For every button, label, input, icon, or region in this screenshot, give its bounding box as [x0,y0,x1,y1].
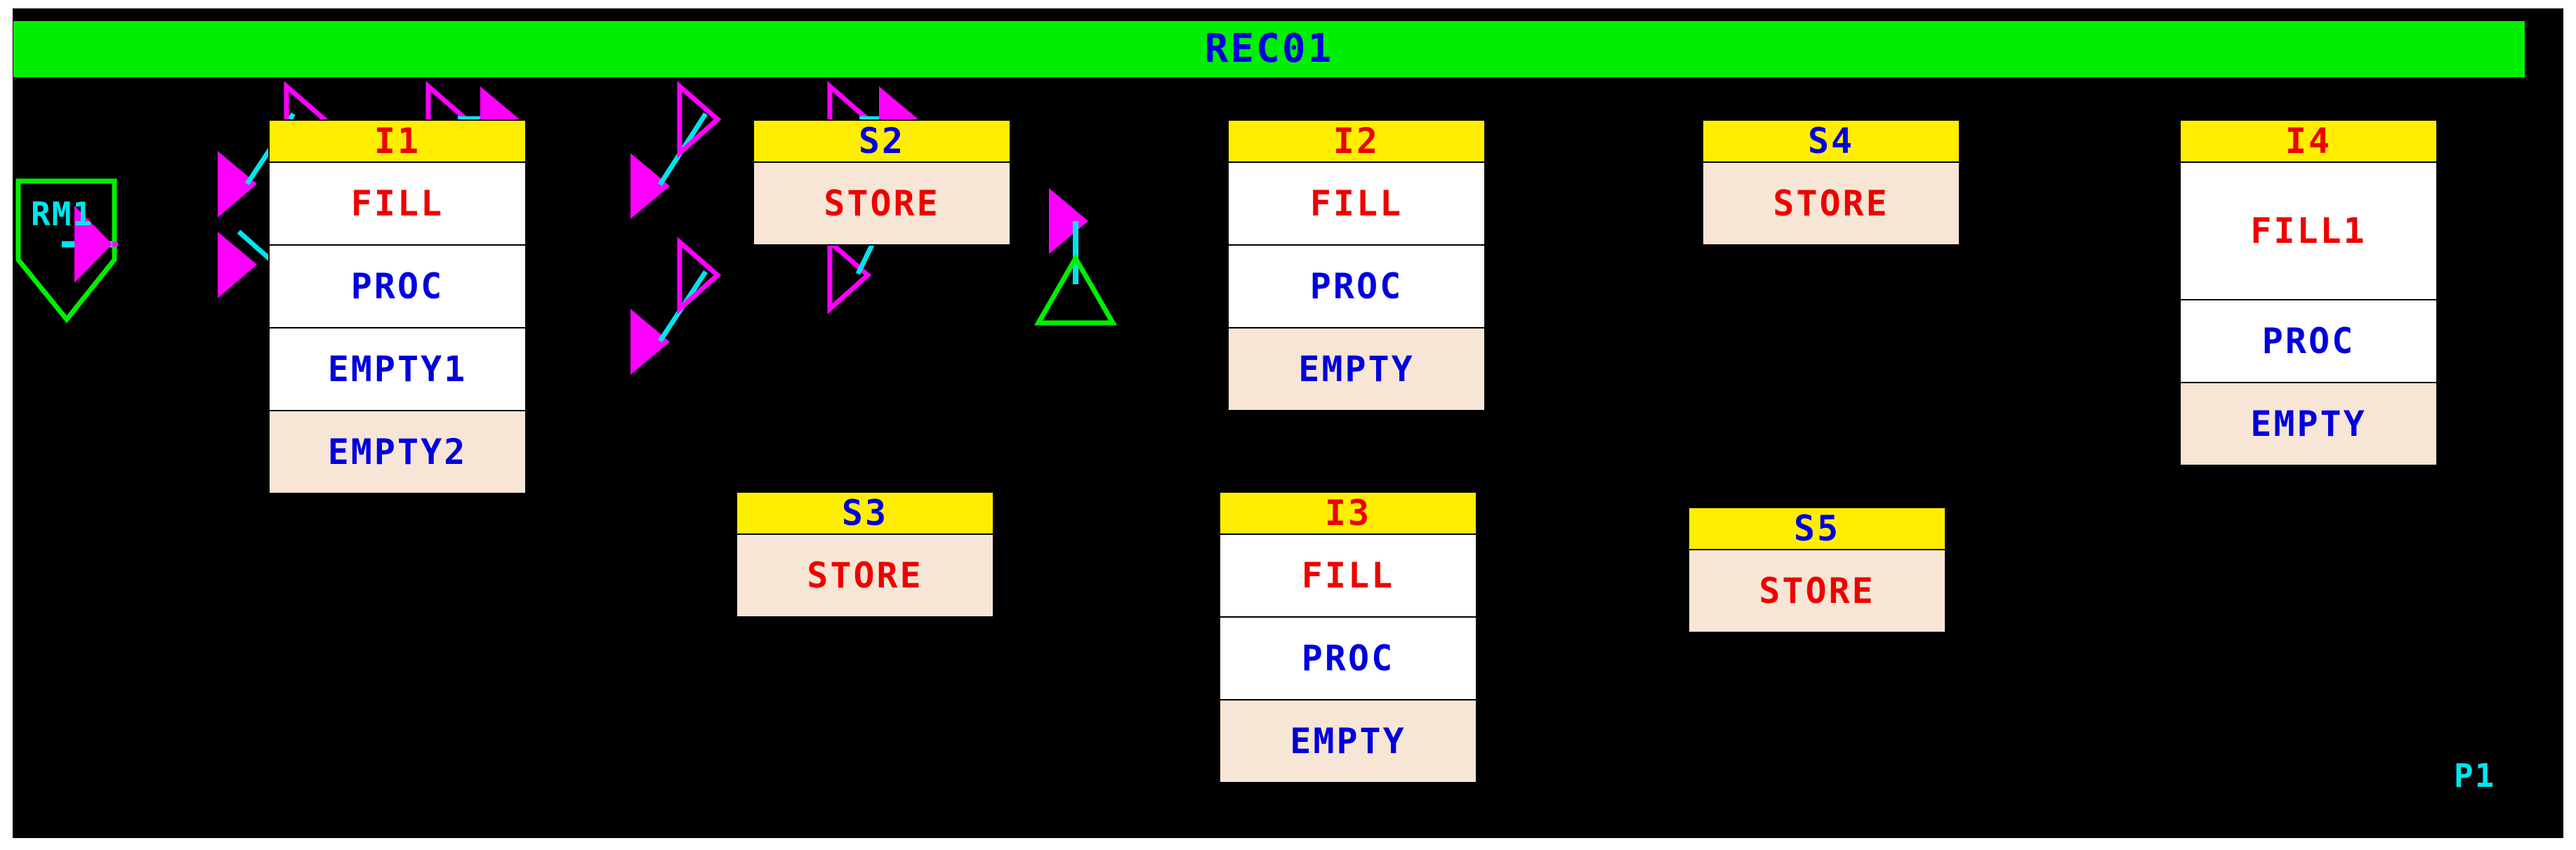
node-s4-header: S4 [1702,119,1960,163]
node-s4-row-store[interactable]: STORE [1702,163,1960,246]
node-i3-row-empty[interactable]: EMPTY [1219,700,1477,783]
node-i4-row-fill1[interactable]: FILL1 [2179,163,2438,300]
node-i4-header: I4 [2179,119,2438,163]
diagram-title-bar: REC01 [13,21,2525,77]
node-s3-header: S3 [736,491,994,535]
node-i3-row-fill[interactable]: FILL [1219,535,1477,618]
node-s4[interactable]: S4 STORE [1702,119,1960,246]
node-i2[interactable]: I2 FILL PROC EMPTY [1227,119,1486,411]
node-i4-row-empty[interactable]: EMPTY [2179,383,2438,466]
node-s5-row-store[interactable]: STORE [1688,550,1946,633]
node-s2-header: S2 [753,119,1011,163]
node-i3-row-proc[interactable]: PROC [1219,618,1477,700]
node-i1[interactable]: I1 FILL PROC EMPTY1 EMPTY2 [268,119,527,494]
node-i4-row-proc[interactable]: PROC [2179,300,2438,383]
node-s5-header: S5 [1688,507,1946,550]
node-s3-row-store[interactable]: STORE [736,535,994,618]
node-i2-header: I2 [1227,119,1486,163]
terminal-label-p1: P1 [2454,757,2496,795]
node-i1-row-proc[interactable]: PROC [268,246,527,328]
node-i2-row-fill[interactable]: FILL [1227,163,1486,246]
node-i2-row-proc[interactable]: PROC [1227,246,1486,328]
node-s5[interactable]: S5 STORE [1688,507,1946,633]
node-i3[interactable]: I3 FILL PROC EMPTY [1219,491,1477,783]
node-s2[interactable]: S2 STORE [753,119,1011,246]
node-i1-row-empty2[interactable]: EMPTY2 [268,411,527,494]
node-i4[interactable]: I4 FILL1 PROC EMPTY [2179,119,2438,466]
diagram-title: REC01 [1204,26,1334,72]
node-s2-row-store[interactable]: STORE [753,163,1011,246]
node-i1-header: I1 [268,119,527,163]
node-i3-header: I3 [1219,491,1477,535]
terminal-label-rm1: RM1 [31,195,94,233]
node-i1-row-empty1[interactable]: EMPTY1 [268,328,527,411]
node-i1-row-fill[interactable]: FILL [268,163,527,246]
node-s3[interactable]: S3 STORE [736,491,994,618]
node-i2-row-empty[interactable]: EMPTY [1227,328,1486,411]
